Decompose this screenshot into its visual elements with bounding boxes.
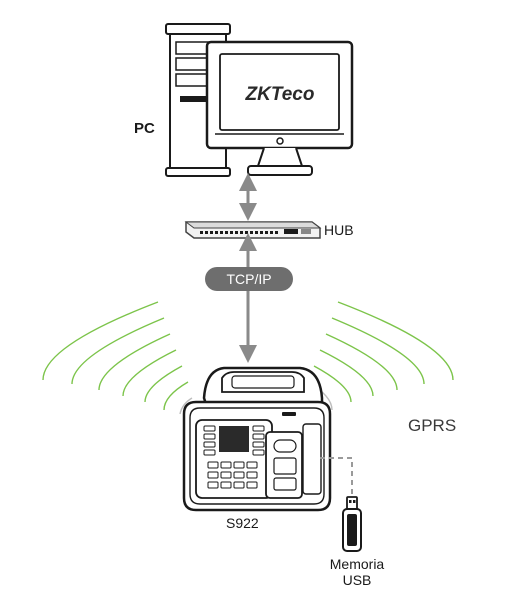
pc-label: PC bbox=[134, 120, 155, 137]
monitor-icon bbox=[205, 40, 354, 176]
gprs-label: GPRS bbox=[408, 416, 457, 435]
wireless-signal-left bbox=[42, 301, 193, 415]
device-label: S922 bbox=[226, 515, 259, 531]
usb-memory-label: Memoria USB bbox=[329, 556, 385, 588]
hub-icon bbox=[184, 221, 322, 239]
device-usb-connector bbox=[320, 457, 353, 496]
usb-drive-icon bbox=[342, 496, 362, 552]
hub-label: HUB bbox=[324, 222, 354, 238]
tcpip-link-label: TCP/IP bbox=[205, 267, 293, 291]
wireless-signal-right bbox=[307, 301, 454, 411]
s922-device-icon bbox=[182, 366, 332, 512]
monitor-logo-text: ZKTeco bbox=[245, 84, 315, 105]
